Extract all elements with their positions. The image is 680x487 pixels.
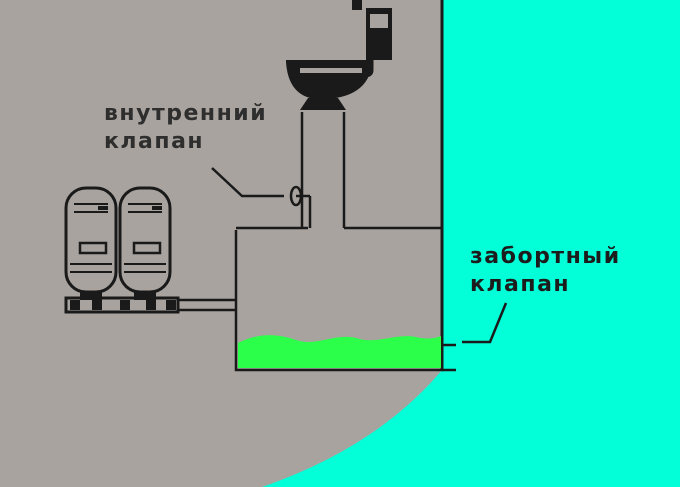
pressure-tank-icon [64,186,118,300]
tank-contents [238,335,441,368]
seacock-label-line1: забортный [470,244,621,269]
valve-icon [289,185,312,228]
holding-tank [234,226,444,372]
toilet-icon [286,0,392,110]
seacock-label: забортный клапан [470,243,621,299]
manifold-pipe [64,296,236,314]
waste-pipe [300,112,346,228]
internal-valve-label-line1: внутренний [104,101,268,126]
internal-valve-label-line2: клапан [104,129,205,154]
internal-valve-label: внутренний клапан [104,100,267,156]
internal-valve-leader [211,167,284,198]
seacock-label-line2: клапан [470,272,571,297]
pressure-tank-icon [118,186,172,300]
seacock-leader [462,302,508,344]
